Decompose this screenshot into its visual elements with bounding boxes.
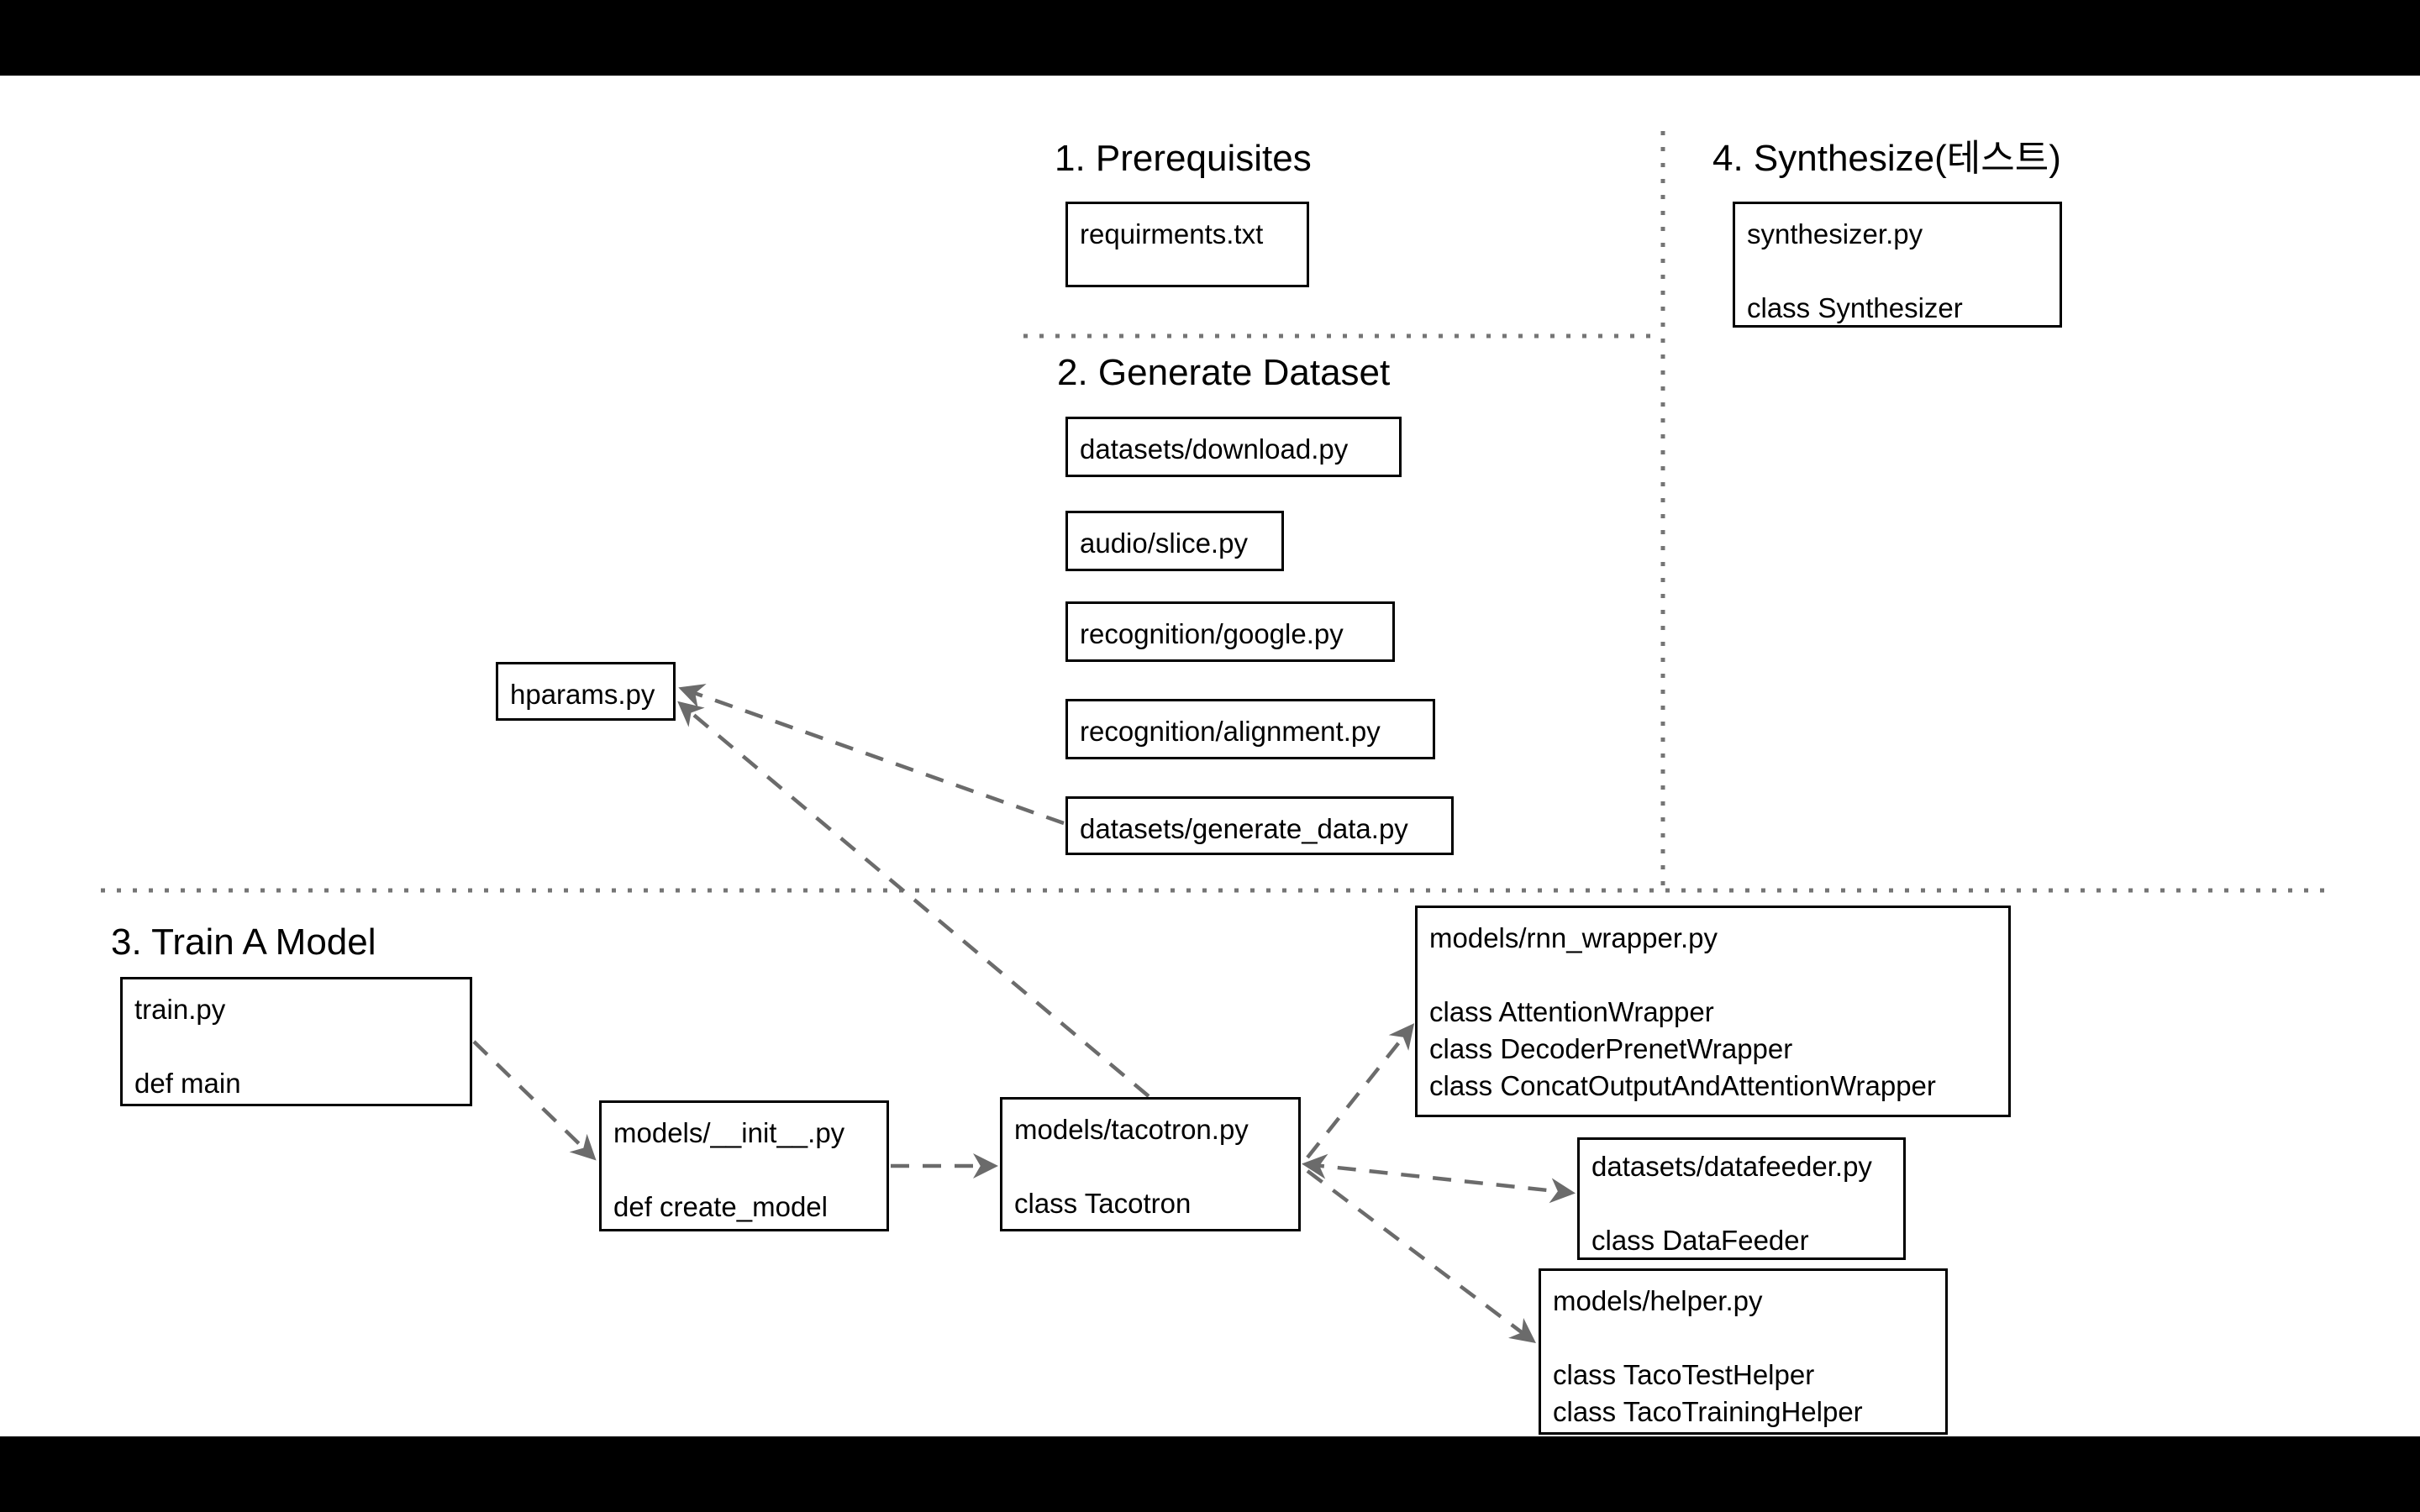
class-name: class AttentionWrapper (1429, 996, 1714, 1027)
file-box-audio-slice-py: audio/slice.py (1065, 511, 1284, 571)
file-box-synthesizer-py: synthesizer.py class Synthesizer (1733, 202, 2062, 328)
file-name: models/tacotron.py (1014, 1114, 1249, 1145)
def-name: def main (134, 1068, 241, 1099)
file-box-train-py: train.py def main (120, 977, 472, 1106)
file-box-requirments-txt: requirments.txt (1065, 202, 1309, 287)
class-name: class Tacotron (1014, 1188, 1192, 1219)
class-name: class TacoTrainingHelper (1553, 1396, 1863, 1427)
file-name: models/helper.py (1553, 1285, 1763, 1316)
file-box-recognition-alignment-py: recognition/alignment.py (1065, 699, 1435, 759)
section-title-generate-dataset: 2. Generate Dataset (1057, 352, 1391, 393)
spacer-line (134, 1028, 470, 1065)
arrow-tacotron-to-hparams (677, 701, 1150, 1098)
section-title-train-a-model: 3. Train A Model (111, 921, 376, 963)
section-title-synthesize: 4. Synthesize(테스트) (1712, 138, 2061, 179)
def-name: def create_model (613, 1191, 828, 1222)
spacer-line (613, 1152, 886, 1189)
spacer-line (1429, 957, 2008, 994)
file-box-models-rnn-wrapper-py: models/rnn_wrapper.py class AttentionWra… (1415, 906, 2011, 1117)
spacer-line (1591, 1185, 1903, 1222)
arrow-tacotron-to-helper (1306, 1169, 1536, 1344)
diagram-content: 1. Prerequisites 2. Generate Dataset 3. … (0, 76, 2420, 1436)
file-name: recognition/alignment.py (1080, 716, 1381, 747)
file-name: models/__init__.py (613, 1117, 845, 1148)
file-name: train.py (134, 994, 226, 1025)
file-box-models-tacotron-py: models/tacotron.py class Tacotron (1000, 1097, 1301, 1231)
class-name: class DecoderPrenetWrapper (1429, 1033, 1793, 1064)
connector-layer (101, 131, 2331, 1344)
file-name: requirments.txt (1080, 218, 1264, 249)
file-name: hparams.py (510, 679, 655, 710)
file-name: datasets/download.py (1080, 433, 1349, 465)
class-name: class Synthesizer (1747, 292, 1963, 323)
file-box-datasets-download-py: datasets/download.py (1065, 417, 1402, 477)
file-box-datasets-datafeeder-py: datasets/datafeeder.py class DataFeeder (1577, 1137, 1906, 1260)
spacer-line (1553, 1320, 1945, 1357)
spacer-line (1014, 1148, 1298, 1185)
section-title-prerequisites: 1. Prerequisites (1055, 138, 1312, 179)
file-box-models-helper-py: models/helper.py class TacoTestHelper cl… (1539, 1268, 1948, 1435)
file-box-hparams-py: hparams.py (496, 662, 676, 721)
spacer-line (1747, 253, 2060, 290)
arrow-generate-data-to-hparams (678, 684, 1065, 826)
arrow-train-to-init (472, 1040, 597, 1161)
arrow-tacotron-to-rnn-wrapper (1306, 1023, 1415, 1159)
file-name: datasets/generate_data.py (1080, 813, 1408, 844)
file-name: audio/slice.py (1080, 528, 1248, 559)
file-name: recognition/google.py (1080, 618, 1344, 649)
class-name: class TacoTestHelper (1553, 1359, 1815, 1390)
class-name: class DataFeeder (1591, 1225, 1809, 1256)
file-box-datasets-generate-data-py: datasets/generate_data.py (1065, 796, 1454, 855)
file-box-models-init-py: models/__init__.py def create_model (599, 1100, 889, 1231)
letterbox-bar-top (0, 0, 2420, 76)
class-name: class ConcatOutputAndAttentionWrapper (1429, 1070, 1936, 1101)
file-name: synthesizer.py (1747, 218, 1923, 249)
file-name: datasets/datafeeder.py (1591, 1151, 1872, 1182)
file-box-recognition-google-py: recognition/google.py (1065, 601, 1395, 662)
letterbox-bar-bottom (0, 1436, 2420, 1512)
file-name: models/rnn_wrapper.py (1429, 922, 1718, 953)
arrow-tacotron-to-datafeeder (1302, 1153, 1576, 1204)
